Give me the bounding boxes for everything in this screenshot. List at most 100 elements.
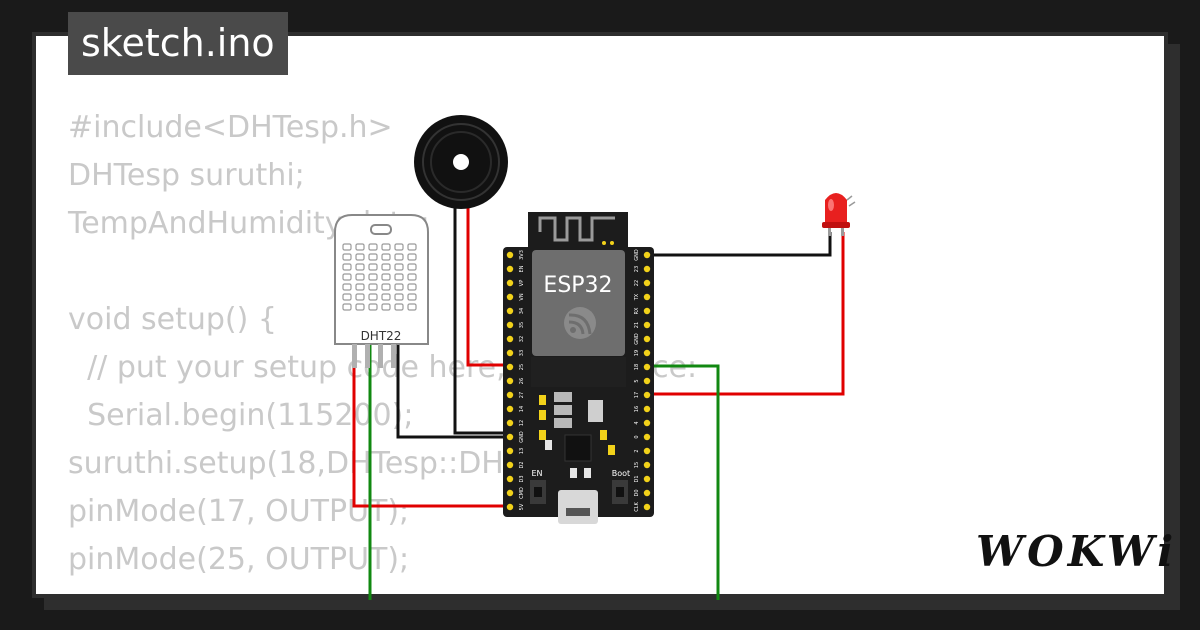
dht22-vent-slot <box>381 243 391 251</box>
pin-clk[interactable] <box>643 503 651 511</box>
pin-label: 4 <box>634 421 640 424</box>
dht22-vent-slot <box>342 263 352 271</box>
wire-pin18 <box>648 364 720 600</box>
code-line: void setup() { <box>68 302 277 337</box>
pin-gnd[interactable] <box>506 433 514 441</box>
pin-label: VP <box>519 280 525 286</box>
pin-label: 26 <box>519 378 525 384</box>
pin-33[interactable] <box>506 349 514 357</box>
pin-0[interactable] <box>643 433 651 441</box>
pin-16[interactable] <box>643 405 651 413</box>
pin-15[interactable] <box>643 461 651 469</box>
dht22-vent-slot <box>355 293 365 301</box>
pin-label: VN <box>519 293 525 300</box>
dht22-vent-slot <box>342 273 352 281</box>
pin-4[interactable] <box>643 419 651 427</box>
pin-13[interactable] <box>506 447 514 455</box>
pin-d2[interactable] <box>506 461 514 469</box>
dht22-vent-slot <box>407 253 417 261</box>
pin-19[interactable] <box>643 349 651 357</box>
wire-buzzer-to-gnd <box>453 207 510 435</box>
pin-label: TX <box>634 293 640 301</box>
pin-32[interactable] <box>506 335 514 343</box>
pin-14[interactable] <box>506 405 514 413</box>
pin-5[interactable] <box>643 377 651 385</box>
en-button[interactable]: EN <box>530 469 546 504</box>
dht22-vent-slot <box>407 243 417 251</box>
pin-d0[interactable] <box>643 489 651 497</box>
pin-label: D3 <box>519 475 525 482</box>
pin-label: 3V3 <box>519 250 525 260</box>
pin-vn[interactable] <box>506 293 514 301</box>
pin-label: RX <box>634 307 640 314</box>
red-led[interactable] <box>822 193 856 236</box>
dht22-vent-slot <box>381 273 391 281</box>
pin-d1[interactable] <box>643 475 651 483</box>
pin-label: 18 <box>634 364 640 370</box>
dht22-vent-slot <box>368 303 378 311</box>
pin-27[interactable] <box>506 391 514 399</box>
pin-label: GND <box>634 249 640 261</box>
dht22-vent-slot <box>381 303 391 311</box>
filename-tab[interactable]: sketch.ino <box>68 12 288 75</box>
pin-2[interactable] <box>643 447 651 455</box>
pin-label: 22 <box>634 280 640 286</box>
usb-port[interactable] <box>558 490 598 524</box>
dht22-vent-slot <box>368 243 378 251</box>
wires <box>352 205 845 600</box>
code-line: Serial.begin(115200); <box>68 398 414 433</box>
pin-18[interactable] <box>643 363 651 371</box>
pin-label: 5V <box>519 503 525 510</box>
pin-17[interactable] <box>643 391 651 399</box>
dht22-vent-slot <box>342 243 352 251</box>
pin-label: 13 <box>519 448 525 454</box>
buzzer[interactable] <box>414 115 508 209</box>
pin-26[interactable] <box>506 377 514 385</box>
dht22-sensor[interactable]: DHT22 <box>334 214 429 368</box>
dht22-vent-slot <box>407 293 417 301</box>
pin-label: 16 <box>634 406 640 412</box>
pin-vp[interactable] <box>506 279 514 287</box>
dht22-vent-slot <box>342 303 352 311</box>
esp32-board[interactable]: ESP32 EN Boot <box>503 212 654 524</box>
pin-en[interactable] <box>506 265 514 273</box>
dht22-label: DHT22 <box>361 329 402 343</box>
pin-22[interactable] <box>643 279 651 287</box>
pin-34[interactable] <box>506 307 514 315</box>
dht22-vent-slot <box>381 293 391 301</box>
pin-rx[interactable] <box>643 307 651 315</box>
dht22-vent-slot <box>355 253 365 261</box>
dht22-vent-slot <box>394 243 404 251</box>
espressif-logo-icon <box>564 307 596 339</box>
pin-gnd[interactable] <box>643 251 651 259</box>
pin-label: D1 <box>634 475 640 482</box>
pin-gnd[interactable] <box>643 335 651 343</box>
pin-23[interactable] <box>643 265 651 273</box>
pin-label: 12 <box>519 420 525 426</box>
dht22-vent-slot <box>381 253 391 261</box>
boot-button[interactable]: Boot <box>612 469 630 504</box>
pin-21[interactable] <box>643 321 651 329</box>
pin-cmd[interactable] <box>506 489 514 497</box>
pin-label: GND <box>519 431 525 443</box>
pin-12[interactable] <box>506 419 514 427</box>
pin-d3[interactable] <box>506 475 514 483</box>
pin-label: 32 <box>519 336 525 342</box>
pin-tx[interactable] <box>643 293 651 301</box>
esp32-label: ESP32 <box>543 273 612 298</box>
dht22-vent-slot <box>355 303 365 311</box>
pin-label: 17 <box>634 392 640 398</box>
dht22-vent-slot <box>394 263 404 271</box>
pin-35[interactable] <box>506 321 514 329</box>
dht22-vent-slot <box>355 283 365 291</box>
pin-5v[interactable] <box>506 503 514 511</box>
dht22-vent-slot <box>368 273 378 281</box>
dht22-vent-slot <box>381 263 391 271</box>
wire-dht-to-5v <box>352 340 510 508</box>
pin-25[interactable] <box>506 363 514 371</box>
pin-label: CMD <box>519 487 525 499</box>
pin-3v3[interactable] <box>506 251 514 259</box>
wire-dht-to-gnd <box>396 340 510 439</box>
